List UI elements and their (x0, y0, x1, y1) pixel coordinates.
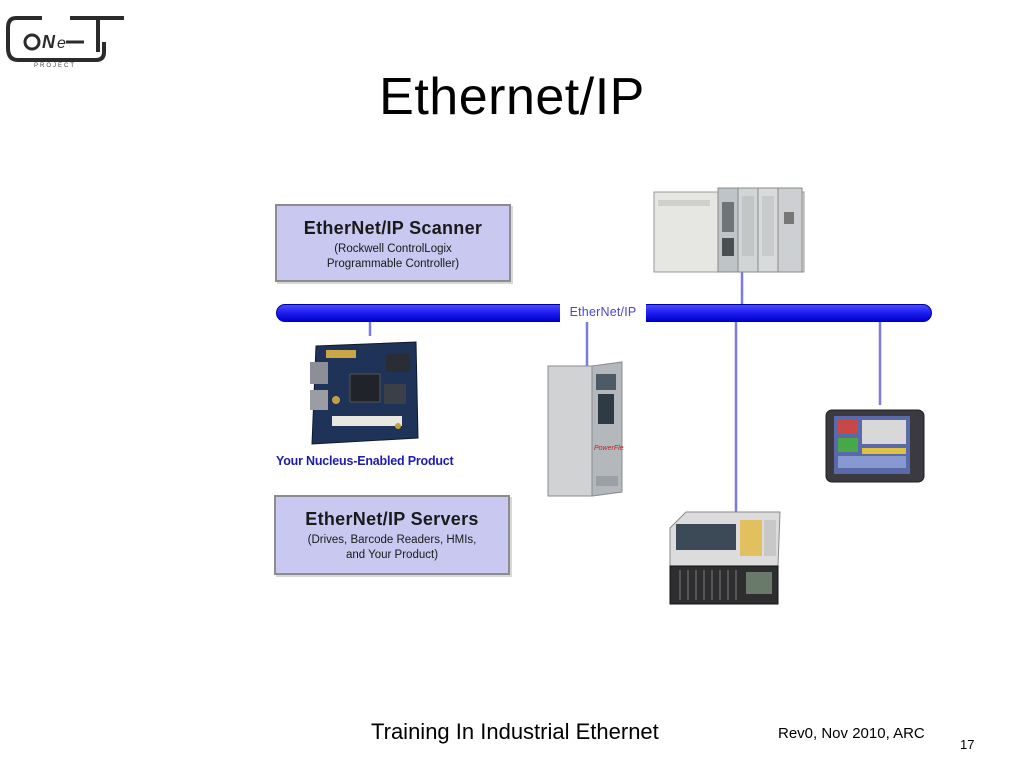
embedded-board-icon (306, 340, 422, 450)
slide-title: Ethernet/IP (379, 68, 645, 126)
servers-desc-line2: and Your Product) (345, 549, 439, 561)
footer-training-text: Training In Industrial Ethernet (371, 719, 659, 744)
ethernet-bus-label: EtherNet/IP (560, 302, 646, 322)
footer-revision: Rev0, Nov 2010, ARC (778, 725, 925, 742)
svg-text:PROJECT: PROJECT (34, 63, 76, 68)
product-caption: Your Nucleus-Enabled Product (276, 454, 454, 468)
ethernet-ip-diagram: EtherNet/IP Scanner (Rockwell ControlLog… (0, 170, 1024, 620)
svg-text:e: e (57, 35, 66, 52)
hmi-panel-icon (824, 406, 926, 486)
svg-text:PowerFlex: PowerFlex (594, 445, 624, 452)
scanner-desc-line2: Programmable Controller) (326, 258, 460, 270)
network-connectors (368, 270, 882, 515)
servers-heading: EtherNet/IP Servers (305, 509, 479, 529)
barcode-reader-icon (666, 508, 784, 608)
svg-text:N: N (42, 32, 56, 52)
scanner-box: EtherNet/IP Scanner (Rockwell ControlLog… (275, 204, 511, 282)
scanner-heading: EtherNet/IP Scanner (303, 218, 483, 238)
server-links (368, 312, 882, 405)
drive-icon: PowerFlex (544, 360, 628, 500)
servers-box: EtherNet/IP Servers (Drives, Barcode Rea… (274, 495, 510, 575)
conet-logo: N e PROJECT (4, 12, 128, 68)
scanner-desc-line1: (Rockwell ControlLogix (334, 243, 452, 255)
plc-controller-icon (652, 186, 806, 276)
servers-desc-line1: (Drives, Barcode Readers, HMIs, (307, 534, 477, 546)
slide-number: 17 (960, 737, 975, 752)
